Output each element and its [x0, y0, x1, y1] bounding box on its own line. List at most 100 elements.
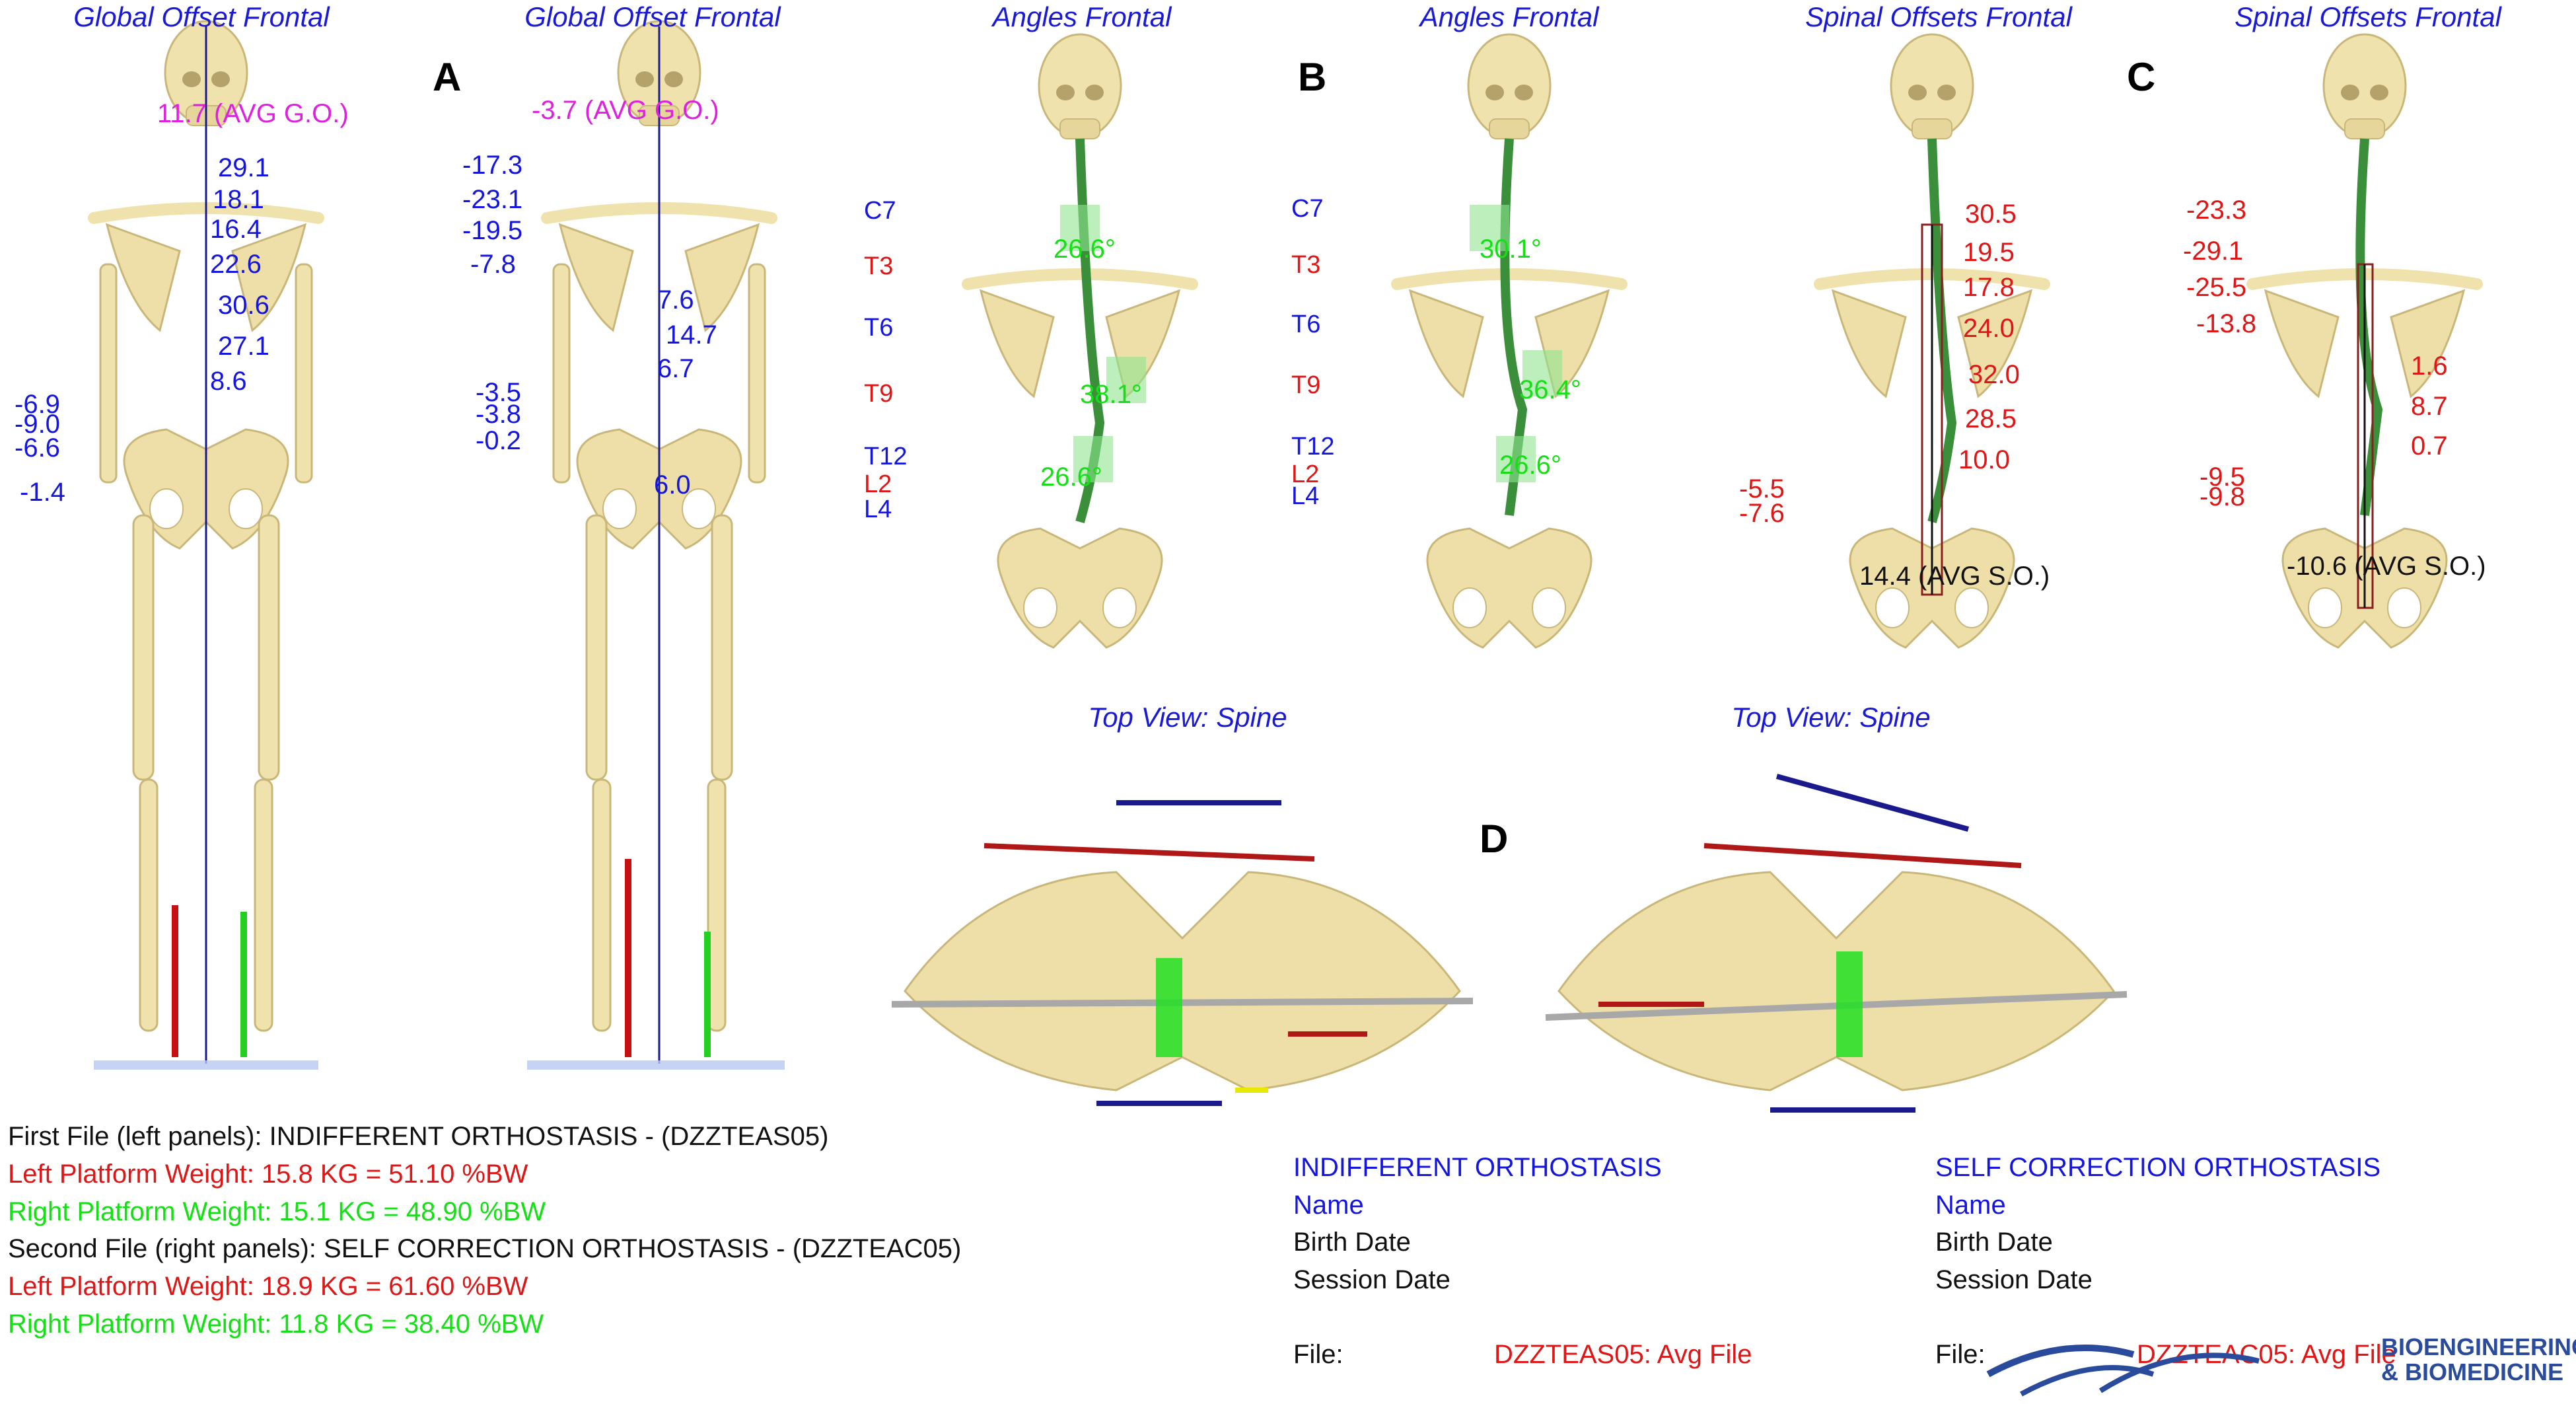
panel-label-a: A [433, 55, 462, 99]
session-right-file-label: File: [1935, 1340, 1986, 1369]
spinal-offset-value: 1.6 [2411, 351, 2448, 381]
panel-title-top-view-right: Top View: Spine [1731, 702, 1931, 733]
panel-title-global-offset-right: Global Offset Frontal [524, 1, 781, 32]
session-left-file-value: DZZTEAS05: Avg File [1494, 1340, 1752, 1369]
panel-title-spinal-left: Spinal Offsets Frontal [1805, 1, 2072, 32]
skeleton-upper-spinal-right [2252, 33, 2477, 649]
second-file-label: Second File (right panels): SELF CORRECT… [8, 1234, 962, 1263]
angle-value: 26.6° [1499, 451, 1561, 480]
left-value: -19.5 [462, 216, 523, 245]
avg-spinal-offset-right: -10.6 (AVG S.O.) [2287, 552, 2486, 581]
lower-left-value: -0.2 [476, 426, 521, 455]
angle-value: 30.1° [1480, 235, 1542, 264]
logo-line-2: & BIOMEDICINE [2381, 1358, 2564, 1386]
session-left-session-label: Session Date [1293, 1265, 1450, 1294]
vertebra-label-l2: L2 [1291, 461, 1320, 488]
offset-value: 18.1 [213, 185, 264, 214]
offset-value: 30.6 [218, 291, 269, 320]
session-right-birth-label: Birth Date [1935, 1228, 2053, 1257]
logo-text: BIOENGINEERING & BIOMEDICINE [2381, 1335, 2576, 1385]
skeleton-upper-angles-right [1397, 33, 1622, 649]
avg-global-offset-left: 11.7 (AVG G.O.) [157, 99, 349, 128]
panel-title-spinal-right: Spinal Offsets Frontal [2235, 1, 2501, 32]
vertebra-label-l2: L2 [864, 470, 892, 498]
angle-value: 26.6° [1054, 235, 1116, 264]
logo-swoosh-icon [1986, 1345, 2260, 1397]
spinal-left-value: -13.8 [2196, 309, 2257, 338]
spinal-offset-value: 30.5 [1965, 200, 2017, 229]
side-value: -6.6 [15, 433, 60, 462]
vertebra-label-c7: C7 [1291, 195, 1324, 223]
spinal-offset-value: 17.8 [1963, 273, 2015, 302]
first-right-weight: Right Platform Weight: 15.1 KG = 48.90 %… [8, 1197, 546, 1226]
lower-left-value: -3.5 [476, 378, 521, 407]
panel-label-c: C [2127, 55, 2156, 99]
spinal-offset-value: 8.7 [2411, 392, 2448, 421]
offset-value: 8.6 [210, 367, 247, 396]
vertebra-label-c7: C7 [864, 197, 896, 225]
left-value: -17.3 [462, 151, 523, 180]
panel-title-top-view-left: Top View: Spine [1088, 702, 1287, 733]
logo-line-1: BIOENGINEERING [2381, 1333, 2576, 1360]
panel-label-d: D [1480, 817, 1509, 861]
session-right-session-label: Session Date [1935, 1265, 2093, 1294]
vertebra-label-t9: T9 [864, 380, 894, 408]
side-value: -6.9 [15, 390, 60, 419]
spinal-lower-value: -9.5 [2200, 462, 2245, 492]
vertebra-label-t6: T6 [1291, 311, 1321, 338]
second-left-weight: Left Platform Weight: 18.9 KG = 61.60 %B… [8, 1272, 528, 1301]
spinal-left-value: -23.3 [2186, 196, 2247, 225]
spinal-offset-value: 10.0 [1958, 445, 2010, 474]
skeleton-full-right [527, 20, 785, 1070]
angle-value: 38.1° [1080, 380, 1142, 409]
spinal-offset-value: 28.5 [1965, 404, 2017, 433]
spinal-lower-value: -9.8 [2200, 482, 2245, 511]
spinal-offset-value: 24.0 [1963, 314, 2015, 343]
panel-title-angles-left: Angles Frontal [992, 1, 1172, 32]
vertebra-label-t9: T9 [1291, 371, 1321, 399]
lower-left-value: -3.8 [476, 400, 521, 429]
side-value: -9.0 [15, 410, 60, 439]
pelvis-value: 6.0 [654, 470, 691, 499]
first-left-weight: Left Platform Weight: 15.8 KG = 51.10 %B… [8, 1160, 528, 1189]
offset-value: 14.7 [666, 320, 717, 350]
spinal-offset-value: 0.7 [2411, 431, 2448, 461]
vertebra-label-t12: T12 [864, 443, 908, 470]
skeleton-upper-spinal-left [1820, 33, 2044, 649]
first-file-label: First File (left panels): INDIFFERENT OR… [8, 1122, 829, 1151]
avg-spinal-offset-left: 14.4 (AVG S.O.) [1859, 562, 2050, 591]
top-view-pelvis-right [1545, 774, 2128, 1113]
spinal-left-value: -29.1 [2183, 237, 2244, 266]
spinal-offset-value: 19.5 [1963, 238, 2015, 267]
angle-value: 36.4° [1519, 375, 1581, 404]
session-left-heading: INDIFFERENT ORTHOSTASIS [1293, 1153, 1662, 1182]
spinal-lower-value: -7.6 [1739, 499, 1785, 528]
left-value: -23.1 [462, 185, 523, 214]
vertebra-label-l4: L4 [864, 496, 892, 523]
session-left-file-label: File: [1293, 1340, 1343, 1369]
avg-global-offset-right: -3.7 (AVG G.O.) [532, 96, 719, 125]
vertebra-label-t12: T12 [1291, 433, 1335, 461]
vertebra-label-l4: L4 [1291, 482, 1320, 510]
top-view-pelvis-left [891, 800, 1474, 1106]
vertebra-label-t3: T3 [864, 252, 894, 280]
panel-title-global-offset-left: Global Offset Frontal [73, 1, 330, 32]
offset-value: 29.1 [218, 153, 269, 182]
skeleton-full-left [94, 20, 318, 1070]
offset-value: 16.4 [210, 215, 262, 244]
spinal-lower-value: -5.5 [1739, 474, 1785, 503]
offset-value: 27.1 [218, 332, 269, 361]
panel-label-b: B [1298, 55, 1327, 99]
spinal-offset-value: 32.0 [1968, 360, 2020, 389]
side-value: -1.4 [20, 478, 65, 507]
offset-value: 22.6 [210, 250, 262, 279]
skeleton-upper-angles-left [968, 33, 1192, 649]
session-left-name-label: Name [1293, 1191, 1364, 1220]
session-right-file-value: DZZTEAC05: Avg File [2137, 1340, 2396, 1369]
session-right-heading: SELF CORRECTION ORTHOSTASIS [1935, 1153, 2381, 1182]
vertebra-label-t6: T6 [864, 314, 894, 342]
second-right-weight: Right Platform Weight: 11.8 KG = 38.40 %… [8, 1310, 544, 1339]
session-left-birth-label: Birth Date [1293, 1228, 1411, 1257]
vertebra-label-t3: T3 [1291, 251, 1321, 279]
